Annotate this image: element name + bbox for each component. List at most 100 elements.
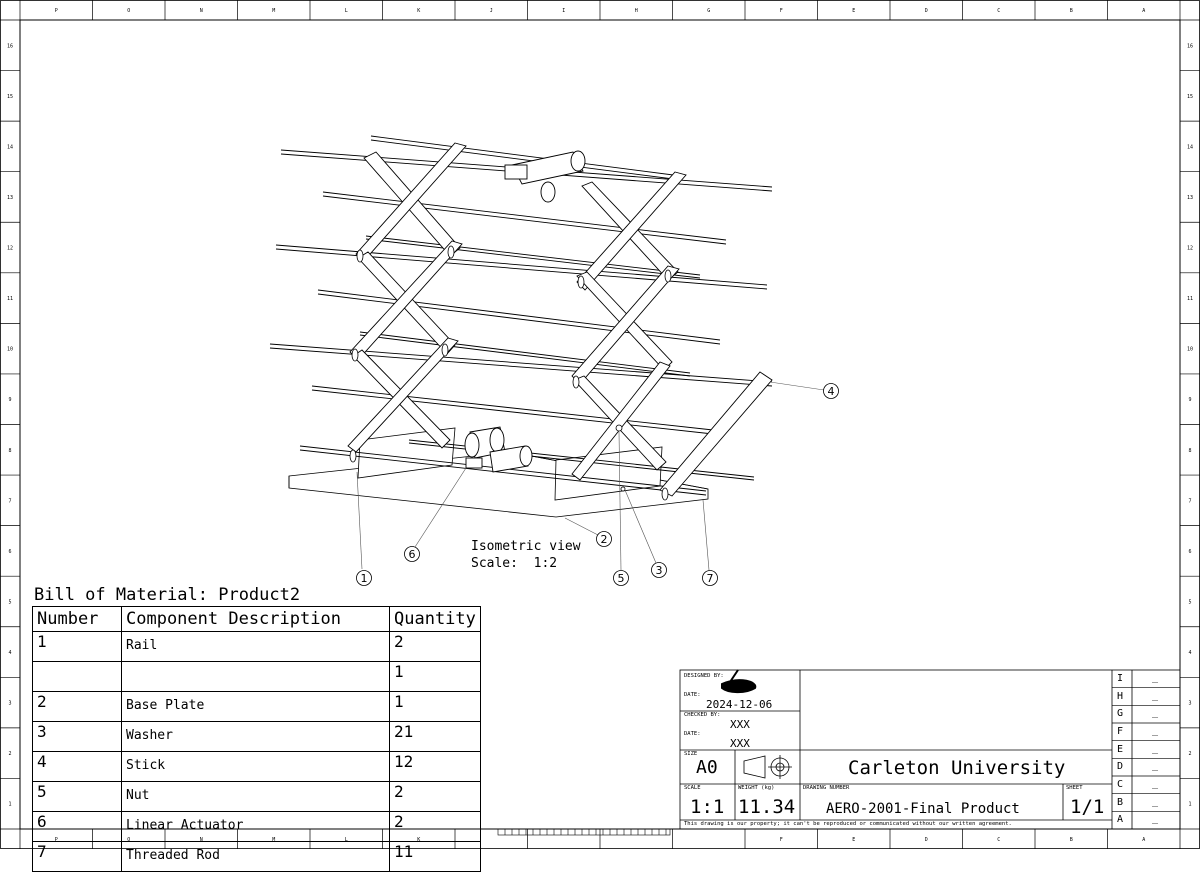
bom-cell-number: 2 bbox=[32, 691, 122, 722]
zone-letter-top: H bbox=[635, 8, 638, 14]
zone-number-right: 5 bbox=[1188, 599, 1191, 605]
bom-cell-quantity: 2 bbox=[389, 811, 481, 842]
revision-value: _ bbox=[1152, 742, 1159, 754]
bom-cell-number: 4 bbox=[32, 751, 122, 782]
zone-number-left: 9 bbox=[8, 397, 11, 403]
revision-letter: E bbox=[1117, 743, 1124, 755]
bom-header-description: Component Description bbox=[121, 606, 390, 632]
zone-letter-top: D bbox=[925, 8, 928, 14]
bom-cell-number: 6 bbox=[32, 811, 122, 842]
checked-by-label: CHECKED BY: bbox=[684, 712, 721, 718]
date2-label: DATE: bbox=[684, 731, 701, 737]
bom-row: 1 bbox=[32, 661, 481, 692]
zone-letter-top: B bbox=[1070, 8, 1073, 14]
revision-letter: G bbox=[1117, 708, 1124, 720]
redaction-mark bbox=[721, 669, 757, 694]
leader-lines bbox=[356, 381, 825, 571]
zone-number-left: 12 bbox=[7, 246, 13, 252]
zone-letter-top: E bbox=[852, 8, 855, 14]
bom-cell-description: Washer bbox=[121, 721, 390, 752]
bom-header-quantity: Quantity bbox=[389, 606, 481, 632]
zone-letter-top: N bbox=[200, 8, 203, 14]
zone-letter-top: A bbox=[1142, 8, 1145, 14]
zone-number-left: 6 bbox=[8, 549, 11, 555]
bom-cell-quantity: 2 bbox=[389, 631, 481, 662]
balloon-group bbox=[356, 383, 839, 586]
bom-cell-quantity: 11 bbox=[389, 841, 481, 872]
zone-number-right: 9 bbox=[1188, 397, 1191, 403]
view-scale-label: Scale: bbox=[471, 556, 518, 571]
balloon-7 bbox=[702, 570, 718, 586]
bom-title: Bill of Material: Product2 bbox=[34, 585, 301, 605]
zone-letter-top: P bbox=[55, 8, 58, 14]
revision-letter: H bbox=[1117, 690, 1124, 702]
zone-number-left: 5 bbox=[8, 599, 11, 605]
zone-number-left: 1 bbox=[8, 802, 11, 808]
revision-letter: I bbox=[1117, 673, 1124, 684]
scale-label: SCALE bbox=[684, 785, 701, 791]
zone-letter-bottom: C bbox=[997, 837, 1000, 843]
company-name: Carleton University bbox=[848, 757, 1066, 779]
zone-number-right: 14 bbox=[1187, 144, 1193, 150]
zone-number-right: 12 bbox=[1187, 246, 1193, 252]
revision-letter: A bbox=[1117, 814, 1124, 826]
revision-letter: B bbox=[1117, 796, 1124, 808]
bom-cell-quantity: 1 bbox=[389, 691, 481, 722]
bom-cell-number: 3 bbox=[32, 721, 122, 752]
balloon-5 bbox=[613, 570, 629, 586]
bom-cell-number: 1 bbox=[32, 631, 122, 662]
zone-number-left: 10 bbox=[7, 347, 13, 353]
bom-cell-number: 5 bbox=[32, 781, 122, 812]
bom-cell-description: Nut bbox=[121, 781, 390, 812]
title-block-frame bbox=[679, 669, 1181, 830]
revision-value: _ bbox=[1152, 778, 1159, 789]
revision-value: _ bbox=[1152, 795, 1159, 807]
zone-number-right: 1 bbox=[1188, 802, 1191, 808]
zone-letter-top: I bbox=[562, 8, 565, 14]
balloon-5-label: 5 bbox=[618, 572, 625, 585]
checked-by-value: XXX bbox=[730, 718, 750, 731]
revision-letter: D bbox=[1117, 761, 1124, 773]
disclaimer: This drawing is our property; it can't b… bbox=[684, 821, 1012, 827]
size-value: A0 bbox=[696, 757, 718, 778]
zone-letter-top: J bbox=[490, 8, 493, 14]
isometric-assembly-view bbox=[269, 135, 773, 518]
view-scale-value: 1:2 bbox=[533, 556, 558, 571]
bom-cell-description: Rail bbox=[121, 631, 390, 662]
zone-number-left: 4 bbox=[8, 650, 11, 656]
revision-value: _ bbox=[1152, 813, 1159, 825]
first-angle-projection-icon bbox=[743, 755, 792, 779]
sheet-label: SHEET bbox=[1066, 785, 1083, 791]
view-label: Isometric view Scale: 1:2 bbox=[471, 538, 581, 572]
zone-number-left: 15 bbox=[7, 94, 13, 100]
date-value: 2024-12-06 bbox=[706, 698, 773, 711]
bom-cell-description: Stick bbox=[121, 751, 390, 782]
zone-letter-top: M bbox=[272, 8, 275, 14]
scale-value: 1:1 bbox=[690, 796, 725, 818]
view-title: Isometric view bbox=[471, 539, 581, 554]
bom-cell-number bbox=[32, 661, 122, 692]
balloon-2 bbox=[596, 531, 612, 547]
zone-number-right: 3 bbox=[1188, 701, 1191, 707]
zone-number-left: 2 bbox=[8, 751, 11, 757]
zone-number-right: 4 bbox=[1188, 650, 1191, 656]
weight-label: WEIGHT (kg) bbox=[738, 785, 775, 791]
zone-number-right: 16 bbox=[1187, 43, 1193, 49]
zone-letter-bottom: B bbox=[1070, 837, 1073, 843]
bom-cell-quantity: 12 bbox=[389, 751, 481, 782]
zone-letter-top: C bbox=[997, 8, 1000, 14]
zone-letter-bottom: A bbox=[1142, 837, 1145, 843]
bom-cell-quantity: 21 bbox=[389, 721, 481, 752]
drawing-number-label: DRAWING NUMBER bbox=[803, 785, 850, 791]
revision-value: _ bbox=[1152, 707, 1159, 719]
balloon-6-label: 6 bbox=[409, 548, 416, 561]
bom-cell-description: Base Plate bbox=[121, 691, 390, 722]
weight-value: 11.34 bbox=[738, 796, 796, 818]
